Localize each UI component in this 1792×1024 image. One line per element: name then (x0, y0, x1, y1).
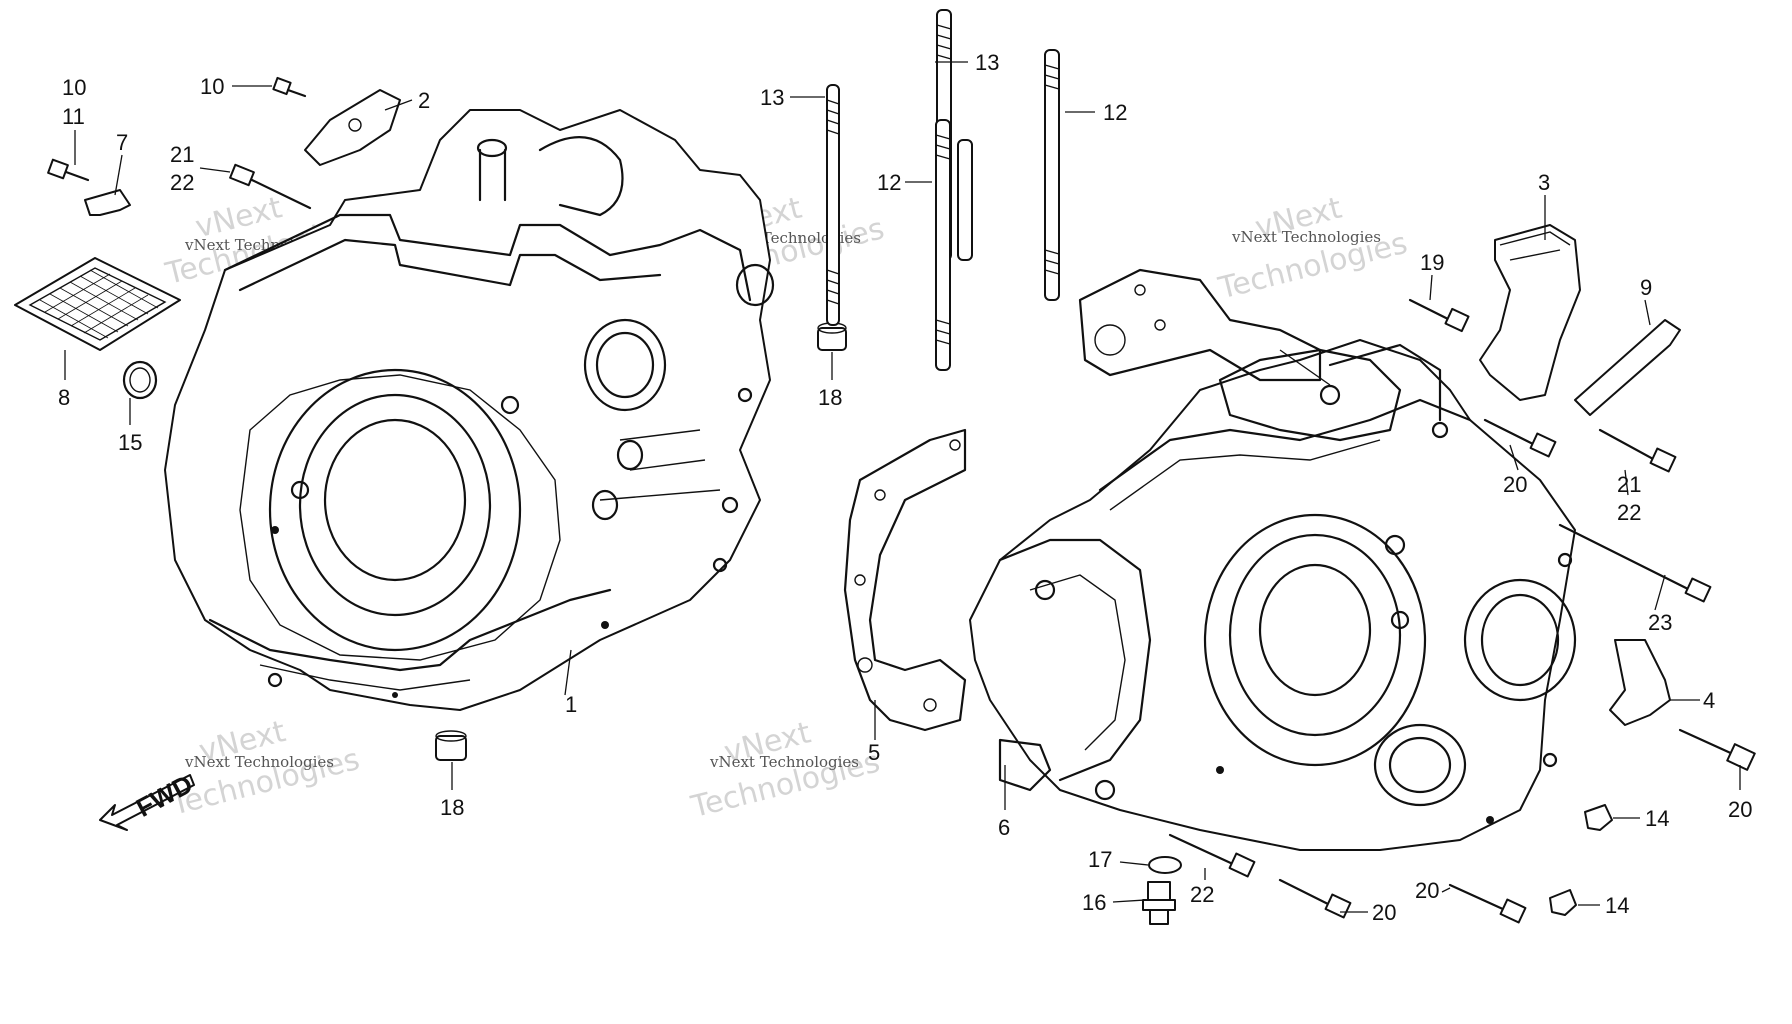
callout-12: 12 (1103, 100, 1127, 125)
left-crankcase-half (164, 109, 775, 711)
tube-9 (1574, 319, 1681, 416)
stud-bolt-13-left (826, 84, 840, 326)
callout-7: 7 (116, 130, 128, 155)
watermark-small: vNext Technologies (184, 753, 334, 771)
callout-22: 22 (1190, 882, 1214, 907)
breather-3 (1479, 224, 1581, 401)
bolt-20-right (1678, 728, 1756, 771)
bolt-10-top (272, 76, 307, 98)
oil-strainer-screen (14, 257, 181, 351)
callout-10: 10 (200, 74, 224, 99)
bolt-20-lower-right (1448, 883, 1527, 924)
leader-lines (64, 61, 1741, 913)
bolt-21-22-right (1598, 428, 1677, 473)
callout-8: 8 (58, 385, 70, 410)
callout-11: 11 (62, 104, 85, 129)
clip-14-upper (1584, 804, 1613, 831)
plate-2 (304, 89, 401, 166)
callout-18: 18 (818, 385, 842, 410)
o-ring-15 (122, 360, 158, 400)
callout-21: 21 (170, 142, 194, 167)
callout-13: 13 (975, 50, 999, 75)
callout-18: 18 (440, 795, 464, 820)
stud-bolt-12-left (935, 119, 973, 371)
callout-1: 1 (565, 692, 577, 717)
bolt-23 (1558, 523, 1712, 603)
callout-6: 6 (998, 815, 1010, 840)
callout-15: 15 (118, 430, 142, 455)
callout-17: 17 (1088, 847, 1112, 872)
callout-21: 21 (1617, 472, 1641, 497)
stud-bolt-12-right (1044, 49, 1060, 301)
callout-12: 12 (877, 170, 901, 195)
callout-10: 10 (62, 75, 86, 100)
drain-plug-16 (1142, 881, 1176, 925)
clip-14-lower (1549, 889, 1577, 916)
callout-2: 2 (418, 88, 430, 113)
callout-9: 9 (1640, 275, 1652, 300)
bolt-20-lower-left (1278, 878, 1352, 919)
bolt-10-11 (47, 158, 90, 182)
callout-labels: 10 11 7 10 2 21 22 8 15 13 13 12 12 18 1… (58, 50, 1752, 925)
top-gasket (1078, 268, 1322, 382)
callout-16: 16 (1082, 890, 1106, 915)
bolt-20-upper (1483, 418, 1557, 458)
clamp-7 (84, 189, 131, 216)
crankcase-gasket (843, 428, 967, 732)
callout-20: 20 (1503, 472, 1527, 497)
bolt-19 (1408, 298, 1470, 333)
callout-22: 22 (170, 170, 194, 195)
callout-20: 20 (1415, 878, 1439, 903)
watermark-small: vNext Technologies (1231, 228, 1381, 246)
callout-20: 20 (1728, 797, 1752, 822)
callout-20: 20 (1372, 900, 1396, 925)
callout-4: 4 (1703, 688, 1715, 713)
callout-14: 14 (1645, 806, 1669, 831)
dowel-18-lower (435, 730, 467, 761)
callout-3: 3 (1538, 170, 1550, 195)
callout-23: 23 (1648, 610, 1672, 635)
callout-5: 5 (868, 740, 880, 765)
callout-22: 22 (1617, 500, 1641, 525)
washer-17 (1148, 856, 1182, 874)
callout-13: 13 (760, 85, 784, 110)
dowel-18-upper (817, 322, 847, 351)
bolt-21-22-left (229, 163, 312, 210)
watermark-small: vNext Technologies (709, 753, 859, 771)
bolt-22-lower (1168, 833, 1256, 878)
callout-14: 14 (1605, 893, 1629, 918)
right-crankcase-half (969, 339, 1577, 851)
callout-19: 19 (1420, 250, 1444, 275)
bracket-4 (1609, 639, 1671, 726)
